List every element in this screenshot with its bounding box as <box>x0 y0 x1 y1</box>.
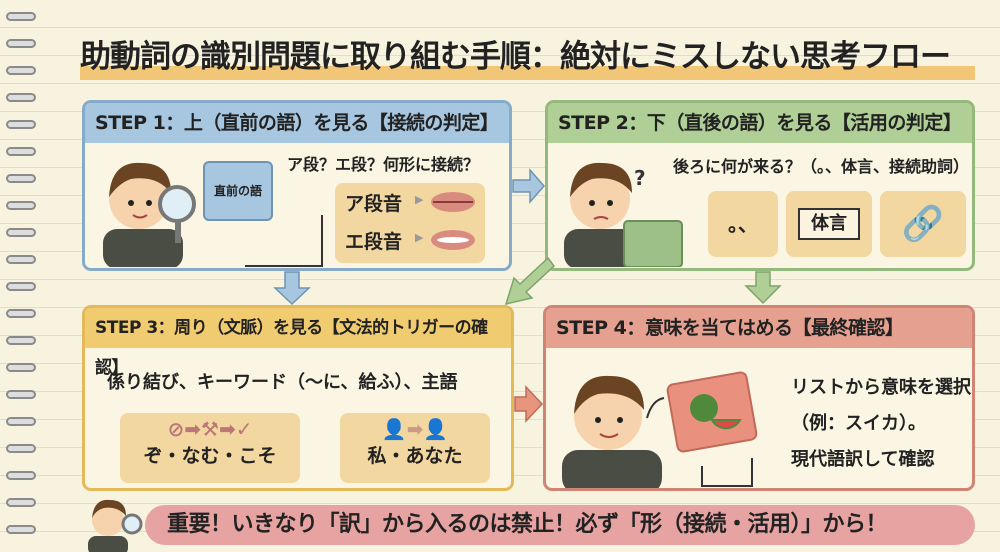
step-4-line-2: （例：スイカ）。 <box>791 413 926 434</box>
step-4-text: リストから意味を選択 （例：スイカ）。 現代語訳して確認 <box>791 370 971 478</box>
confused-boy-with-puzzle-icon: ? <box>564 162 683 267</box>
spiral-ring <box>6 363 36 372</box>
punctuation-option: 。、 <box>708 191 778 257</box>
svg-text:?: ? <box>634 166 646 190</box>
spiral-ring <box>6 66 36 75</box>
arrow-step1-to-step3 <box>273 271 311 306</box>
spiral-ring <box>6 12 36 21</box>
kakari-particles: ぞ・なむ・こそ <box>143 445 277 467</box>
spiral-ring <box>6 390 36 399</box>
spiral-ring <box>6 498 36 507</box>
puzzle-piece-previous-word: 直前の語 <box>203 161 273 221</box>
notebook-spiral <box>0 0 42 552</box>
lips-open-icon <box>431 230 475 250</box>
spiral-ring <box>6 336 36 345</box>
spiral-ring <box>6 417 36 426</box>
spiral-ring <box>6 174 36 183</box>
step-3-panel: STEP 3：周り（文脈）を見る【文法的トリガーの確認】 係り結び、キーワード（… <box>82 305 514 491</box>
empty-puzzle-slot <box>245 215 323 267</box>
lips-closed-icon <box>431 192 475 212</box>
step-2-panel: STEP 2：下（直後の語）を見る【活用の判定】 ? 後ろに何が来る？（。、体言… <box>545 100 975 271</box>
kakari-musubi-box: ⊘➡⚒➡✓ ぞ・なむ・こそ <box>120 413 300 483</box>
arrow-step1-to-step2 <box>512 168 545 204</box>
boy-with-watermelon-puzzle-icon <box>562 371 758 488</box>
page-title: 助動詞の識別問題に取り組む手順：絶対にミスしない思考フロー <box>80 34 975 86</box>
subject-box: 👤➡👤 私・あなた <box>340 413 490 483</box>
step-3-header: STEP 3：周り（文脈）を見る【文法的トリガーの確認】 <box>85 308 511 378</box>
a-row-sound: ア段音 <box>345 193 403 215</box>
spiral-ring <box>6 120 36 129</box>
boy-with-magnifier-small-icon <box>88 499 143 552</box>
spiral-ring <box>6 525 36 534</box>
subject-examples: 私・あなた <box>367 445 463 467</box>
step-1-question: ア段？エ段？何形に接続？ <box>287 155 480 174</box>
taigen-option: 体言 <box>786 191 872 257</box>
step-4-line-1: リストから意味を選択 <box>791 377 971 398</box>
prohibit-hammer-check-icons: ⊘➡⚒➡✓ <box>167 417 253 441</box>
step-4-header: STEP 4：意味を当てはめる【最終確認】 <box>546 308 972 348</box>
spiral-ring <box>6 471 36 480</box>
triangle-icon: ▶ <box>415 231 424 244</box>
arrow-step2-to-step4 <box>744 271 782 305</box>
spiral-ring <box>6 444 36 453</box>
step-4-panel: STEP 4：意味を当てはめる【最終確認】 リストから意味を選択 （例：スイカ）… <box>543 305 975 491</box>
spiral-ring <box>6 39 36 48</box>
e-row-sound: エ段音 <box>345 231 403 253</box>
spiral-ring <box>6 93 36 102</box>
spiral-ring <box>6 255 36 264</box>
person-to-person-icons: 👤➡👤 <box>381 417 449 441</box>
spiral-ring <box>6 147 36 156</box>
arrow-step2-to-step3 <box>504 256 556 306</box>
spiral-ring <box>6 282 36 291</box>
chain-link-icon: 🔗 <box>880 191 966 257</box>
triangle-icon: ▶ <box>415 193 424 206</box>
spiral-ring <box>6 228 36 237</box>
step-2-header: STEP 2：下（直後の語）を見る【活用の判定】 <box>548 103 972 143</box>
arrow-step3-to-step4 <box>514 385 544 423</box>
boy-with-magnifier-icon <box>103 162 196 267</box>
step-1-panel: STEP 1：上（直前の語）を見る【接続の判定】 直前の語 ア段？エ段？何形に接… <box>82 100 512 271</box>
step-3-question: 係り結び、キーワード（〜に、給ふ）、主語 <box>107 372 458 393</box>
spiral-ring <box>6 309 36 318</box>
step-4-line-3: 現代語訳して確認 <box>791 449 935 470</box>
taigen-label: 体言 <box>798 208 860 240</box>
important-warning-bubble: 重要！いきなり「訳」から入るのは禁止！必ず「形（接続・活用）」から！ <box>145 505 975 545</box>
step-2-question: 後ろに何が来る？（。、体言、接続助詞） <box>673 157 970 176</box>
step-1-header: STEP 1：上（直前の語）を見る【接続の判定】 <box>85 103 509 143</box>
spiral-ring <box>6 201 36 210</box>
vowel-box: ア段音 エ段音 ▶ ▶ <box>335 183 485 263</box>
